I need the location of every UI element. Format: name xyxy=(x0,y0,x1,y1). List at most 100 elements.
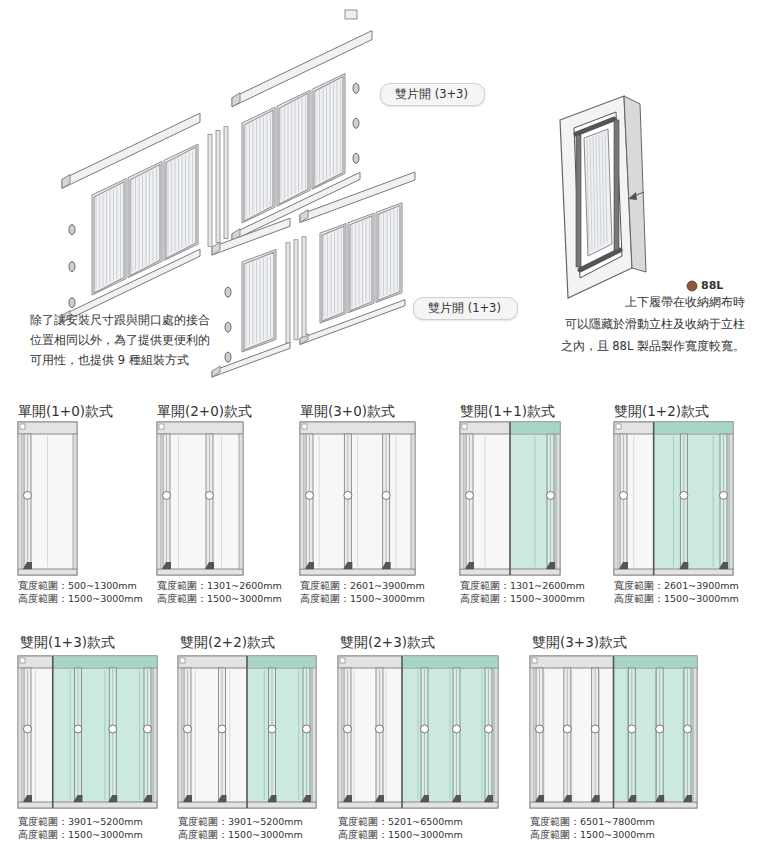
roller-foot xyxy=(375,795,384,802)
bottom-rail xyxy=(18,802,157,808)
screen-panel xyxy=(92,179,126,295)
mesh-line xyxy=(543,670,544,800)
panel-frame xyxy=(244,110,273,221)
top-rail-green xyxy=(402,657,498,668)
style-heading: 雙開(3+3)款式 xyxy=(532,634,627,650)
mesh-line xyxy=(253,262,254,344)
width-range: 寬度範圍：1301~2600mm xyxy=(460,580,585,591)
meeting-line xyxy=(52,656,54,808)
width-range: 寬度範圍：3901~5200mm xyxy=(18,816,143,827)
post-line xyxy=(306,669,307,801)
mesh-line xyxy=(291,103,292,195)
handle xyxy=(628,725,636,733)
handle xyxy=(24,491,32,499)
post-line xyxy=(631,669,632,801)
door-frame xyxy=(614,422,733,575)
mesh-line xyxy=(713,436,714,567)
height-range: 高度範圍：1500~3000mm xyxy=(460,593,585,604)
side-post xyxy=(73,434,77,569)
mesh-line xyxy=(587,139,589,252)
post xyxy=(576,135,581,267)
door-frame xyxy=(157,422,243,575)
door-frame xyxy=(178,656,316,808)
post-line xyxy=(347,669,348,801)
mesh-line xyxy=(362,221,363,303)
mesh-line xyxy=(267,115,268,207)
post-line xyxy=(272,669,273,801)
roller-foot xyxy=(143,795,152,802)
box-label: 雙片開 (1+3) xyxy=(428,301,501,315)
height-range: 高度範圍：1500~3000mm xyxy=(300,593,425,604)
end-cap xyxy=(345,10,357,19)
mesh-line xyxy=(327,234,328,316)
mesh-line xyxy=(189,152,190,244)
wall-side xyxy=(624,96,646,272)
handle xyxy=(466,491,474,499)
label-box: 雙片開 (1+3) xyxy=(413,297,518,320)
roller-foot xyxy=(23,562,32,569)
roller xyxy=(225,287,231,297)
mesh-line xyxy=(324,236,325,318)
top-rail xyxy=(300,422,415,434)
post-line xyxy=(166,435,167,568)
rail-end xyxy=(212,366,220,377)
track-top xyxy=(576,119,614,134)
mesh-line xyxy=(305,97,306,189)
top-rail-green xyxy=(510,423,560,434)
top-rail-green xyxy=(247,657,316,668)
screen-panel xyxy=(376,203,402,303)
handle xyxy=(563,725,571,733)
mesh-line xyxy=(337,81,338,173)
bottom-rail xyxy=(18,569,77,575)
mesh-line xyxy=(673,436,674,567)
handle xyxy=(680,491,688,499)
width-range: 寬度範圍：6501~7800mm xyxy=(530,816,655,827)
top-rail-green xyxy=(614,657,697,668)
post-line xyxy=(112,669,113,801)
rail xyxy=(212,218,290,255)
mesh-line xyxy=(387,212,388,294)
mesh-line xyxy=(605,132,607,242)
rail-cap xyxy=(302,424,307,429)
post xyxy=(294,240,298,340)
mesh-line xyxy=(359,223,360,305)
mesh-line xyxy=(354,670,355,800)
mesh-line xyxy=(260,259,261,341)
top-rail-green xyxy=(53,657,157,668)
sliding-post xyxy=(163,434,170,569)
post xyxy=(302,237,306,337)
meeting-line xyxy=(246,656,248,808)
screen-panel xyxy=(128,161,162,277)
handle xyxy=(720,491,728,499)
panel-frame xyxy=(378,206,400,301)
rail-cap xyxy=(20,658,25,663)
sliding-post xyxy=(144,668,151,802)
style-heading: 雙開(2+3)款式 xyxy=(340,634,435,650)
meeting-line xyxy=(653,422,655,575)
mesh-line xyxy=(284,107,285,199)
mesh-line xyxy=(288,105,289,197)
post-line xyxy=(469,435,470,568)
handle xyxy=(206,491,214,499)
roller-foot xyxy=(535,795,544,802)
height-range: 高度範圍：1500~3000mm xyxy=(157,593,282,604)
mesh-line xyxy=(264,670,265,800)
mesh-line xyxy=(683,670,684,800)
side-post xyxy=(530,668,534,802)
roller-foot xyxy=(268,795,277,802)
sliding-post xyxy=(303,668,310,802)
top-rail xyxy=(18,656,157,668)
mesh-line xyxy=(246,265,247,347)
panel-frame xyxy=(322,226,344,321)
mesh-line xyxy=(590,138,592,250)
sliding-post xyxy=(684,668,691,802)
opening xyxy=(574,112,622,278)
mesh-line xyxy=(113,189,114,281)
meeting-line xyxy=(613,656,615,808)
handle xyxy=(344,491,352,499)
mesh-line xyxy=(383,214,384,296)
side-post xyxy=(614,434,618,569)
mesh-line xyxy=(627,670,628,800)
mesh-line xyxy=(319,436,320,567)
